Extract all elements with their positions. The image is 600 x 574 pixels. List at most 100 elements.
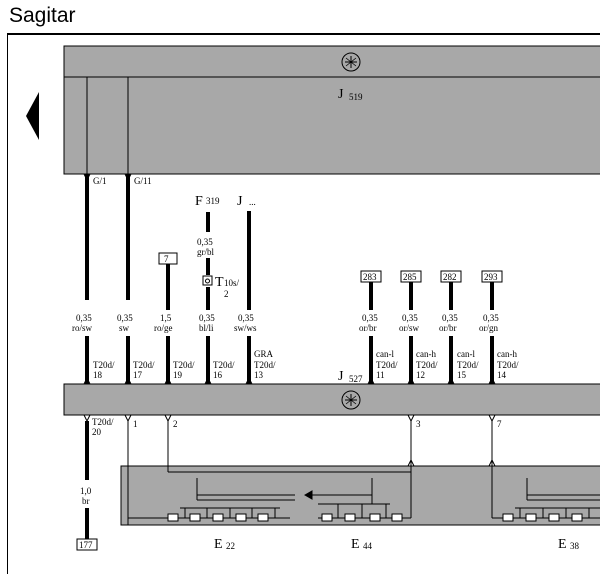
svg-text:ro/sw: ro/sw — [72, 323, 93, 333]
svg-text:T20d/: T20d/ — [376, 360, 398, 370]
svg-text:T20d/: T20d/ — [497, 360, 519, 370]
switch-group-e44[interactable] — [303, 478, 411, 522]
svg-text:283: 283 — [363, 272, 377, 282]
connector-t10-sub: 10s/ — [224, 278, 240, 288]
module-j519-label: J — [338, 87, 344, 102]
ground-symbol-icon — [341, 390, 361, 410]
svg-text:16: 16 — [213, 370, 223, 380]
svg-text:T20d/: T20d/ — [416, 360, 438, 370]
pin-label-17: T20d/ 17 — [133, 360, 155, 380]
svg-text:can-l: can-l — [457, 349, 475, 359]
pin-label-13: GRA T20d/ 13 — [254, 349, 276, 380]
ref-box-177[interactable]: 177 — [76, 538, 98, 551]
wire-annotation-3: 1,5 ro/ge — [154, 313, 173, 333]
svg-text:or/br: or/br — [439, 323, 457, 333]
svg-text:7: 7 — [164, 254, 169, 264]
top-pin-label: G/1 — [93, 176, 107, 186]
wire-annotation-5: 0,35 sw/ws — [234, 313, 257, 333]
component-f319-sub: 319 — [206, 196, 220, 206]
pin-arrow-icon — [488, 458, 496, 467]
svg-text:293: 293 — [484, 272, 498, 282]
svg-text:T20d/: T20d/ — [254, 360, 276, 370]
left-border — [7, 34, 8, 574]
svg-text:14: 14 — [497, 370, 507, 380]
module-j519-sub: 519 — [349, 92, 363, 102]
svg-text:GRA: GRA — [254, 349, 274, 359]
component-j-sub: ... — [249, 197, 256, 207]
ref-box-285[interactable]: 285 — [400, 270, 422, 283]
svg-text:T20d/: T20d/ — [213, 360, 235, 370]
svg-text:can-h: can-h — [416, 349, 436, 359]
bottom-pin-2: 2 — [173, 419, 178, 429]
switch-sub-e38: 38 — [570, 541, 580, 551]
bottom-pin-7: 7 — [497, 419, 502, 429]
component-f319-label: F — [195, 194, 203, 209]
module-j519[interactable] — [63, 45, 600, 175]
connector-t10-label: T — [215, 275, 224, 290]
svg-text:0,35: 0,35 — [402, 313, 418, 323]
switch-label-e38: E — [558, 537, 567, 552]
svg-text:19: 19 — [173, 370, 183, 380]
connector-t10-icon — [202, 275, 213, 286]
svg-text:0,35: 0,35 — [442, 313, 458, 323]
ref-box-282[interactable]: 282 — [440, 270, 462, 283]
svg-text:sw: sw — [119, 323, 130, 333]
wire-annotation-6: 0,35 or/br — [359, 313, 378, 333]
switch-group-e22[interactable] — [128, 478, 295, 522]
f319-wire-size: 0,35 — [197, 237, 213, 247]
title-divider — [7, 33, 600, 35]
wire-annotation-9: 0,35 or/gn — [479, 313, 499, 333]
wire-annotation-7: 0,35 or/sw — [399, 313, 420, 333]
wire-annotation-2: 0,35 sw — [117, 313, 133, 333]
pin-label-11: can-l T20d/ 11 — [376, 349, 398, 380]
connector-t10-num: 2 — [224, 289, 229, 299]
bottom-pin-20: 20 — [92, 427, 102, 437]
wire-annotation-4: 0,35 bl/li — [199, 313, 215, 333]
pin-arrow-icon — [83, 376, 496, 385]
svg-text:0,35: 0,35 — [362, 313, 378, 323]
svg-text:15: 15 — [457, 370, 467, 380]
svg-text:can-h: can-h — [497, 349, 517, 359]
svg-text:bl/li: bl/li — [199, 323, 214, 333]
pin-label-12: can-h T20d/ 12 — [416, 349, 438, 380]
svg-text:sw/ws: sw/ws — [234, 323, 257, 333]
ref-box-283[interactable]: 283 — [360, 270, 382, 283]
ref-box-7[interactable]: 7 — [158, 252, 178, 265]
pin-arrow-icon — [83, 173, 91, 182]
ground-wire-color: br — [82, 496, 90, 506]
module-j527-label: J — [338, 369, 344, 384]
svg-text:0,35: 0,35 — [76, 313, 92, 323]
svg-text:18: 18 — [93, 370, 103, 380]
pin-label-18: T20d/ 18 — [93, 360, 115, 380]
pin-label-19: T20d/ 19 — [173, 360, 195, 380]
svg-text:13: 13 — [254, 370, 264, 380]
ground-symbol-icon — [341, 52, 361, 72]
wire-annotation-1: 0,35 ro/sw — [72, 313, 93, 333]
switch-label-e22: E — [214, 537, 223, 552]
svg-text:0,35: 0,35 — [238, 313, 254, 323]
svg-text:285: 285 — [403, 272, 417, 282]
switch-group-e38[interactable] — [492, 478, 600, 522]
bottom-pin-3: 3 — [416, 419, 421, 429]
back-arrow-icon[interactable] — [26, 92, 39, 140]
svg-text:0,35: 0,35 — [199, 313, 215, 323]
svg-text:12: 12 — [416, 370, 425, 380]
module-j527[interactable] — [63, 383, 600, 416]
ref-box-293[interactable]: 293 — [481, 270, 503, 283]
component-j-label: J — [237, 194, 243, 209]
svg-text:or/gn: or/gn — [479, 323, 498, 333]
svg-text:T20d/: T20d/ — [173, 360, 195, 370]
svg-text:1,5: 1,5 — [160, 313, 172, 323]
pin-label-15: can-l T20d/ 15 — [457, 349, 479, 380]
svg-text:0,35: 0,35 — [117, 313, 133, 323]
svg-text:282: 282 — [443, 272, 457, 282]
wire-annotation-8: 0,35 or/br — [439, 313, 458, 333]
svg-text:0,35: 0,35 — [483, 313, 499, 323]
pin-arrow-icon — [83, 414, 496, 423]
f319-wire-color: gr/bl — [197, 247, 214, 257]
svg-text:T20d/: T20d/ — [133, 360, 155, 370]
svg-text:ro/ge: ro/ge — [154, 323, 173, 333]
pin-label-16: T20d/ 16 — [213, 360, 235, 380]
svg-text:or/br: or/br — [359, 323, 377, 333]
